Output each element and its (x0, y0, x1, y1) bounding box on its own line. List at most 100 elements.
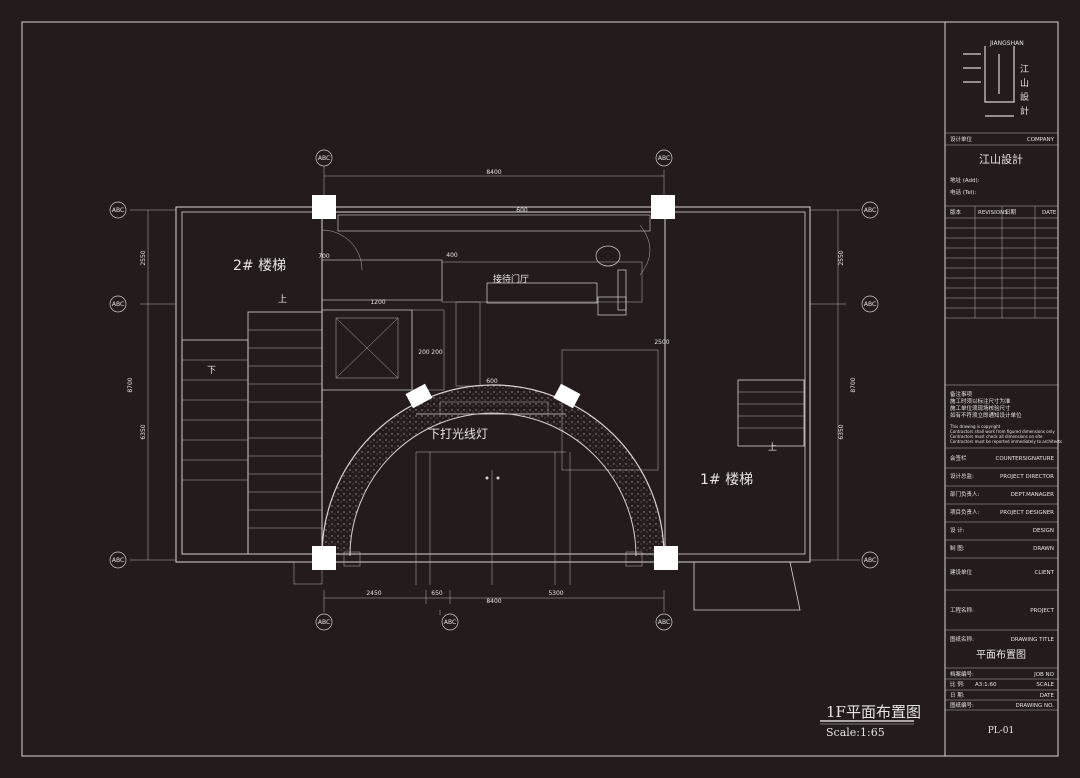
sign-row-en: COUNTERSIGNATURE (996, 456, 1055, 462)
job-en: JOB NO (1033, 672, 1055, 678)
column (651, 195, 675, 219)
drawing-no-cn: 图纸编号: (950, 701, 974, 709)
logo: JIANGSHAN 江 山 設 計 (963, 40, 1029, 117)
dim-inner: 200 (431, 349, 443, 356)
sign-row-en: DESIGN (1033, 528, 1054, 534)
dim-inner: 400 (446, 252, 458, 259)
logo-char: 設 (1020, 91, 1029, 103)
dim-inner: 600 (486, 378, 498, 385)
column (312, 546, 336, 570)
drawing-title-cn: 图纸名称: (950, 635, 974, 643)
stair-1-hatch (664, 211, 806, 555)
sign-row-cn: 部门负责人: (950, 490, 980, 498)
job-cn: 档案编号: (950, 670, 974, 678)
grid-label: ABC (112, 557, 124, 564)
drawing-no-value: PL-01 (988, 726, 1015, 736)
dim-top-total: 8400 (486, 169, 501, 176)
grid-label: ABC (864, 207, 876, 214)
grid-label: ABC (864, 301, 876, 308)
sign-row-cn: 会签栏 (950, 454, 967, 462)
grid-label: ABC (658, 155, 670, 162)
client-cn: 建设单位 (950, 568, 973, 576)
sign-row-en: PROJECT DESIGNER (1000, 510, 1054, 516)
plan: ABC ABC ABC ABC ABC ABC ABC ABC ABC ABC … (109, 149, 879, 631)
stair-1-treads (737, 379, 805, 447)
scale-en: SCALE (1036, 682, 1054, 688)
company-en: COMPANY (1027, 137, 1055, 143)
dim-right-total: 8700 (850, 377, 857, 392)
column (654, 546, 678, 570)
main-title: 1F平面布置图 (826, 703, 921, 721)
note-cn: 施工单位须现场核验尺寸 (950, 404, 1011, 412)
note-cn: 备注事项 (950, 390, 973, 398)
sign-row-cn: 项目负责人: (950, 508, 980, 516)
dim-bottom-2: 650 (431, 590, 443, 597)
grid-bubbles: ABC ABC ABC ABC ABC ABC ABC ABC ABC ABC … (109, 149, 879, 631)
phone-label: 电话 (Tel): (950, 188, 976, 196)
grid-label: ABC (318, 619, 330, 626)
company-label: 设计单位 (950, 135, 973, 143)
sheet-border (21, 21, 1059, 757)
dim-right-2: 6350 (838, 424, 845, 439)
sign-row-en: DEPT.MANAGER (1011, 492, 1055, 498)
sign-row-en: DRAWN (1033, 546, 1054, 552)
column (405, 383, 433, 409)
title-block: JIANGSHAN 江 山 設 計 (945, 40, 1062, 736)
logo-char: 計 (1020, 105, 1029, 117)
grid-label: ABC (658, 619, 670, 626)
dim-bottom-3: 5300 (548, 590, 563, 597)
stair-2-label: 2# 楼梯 (233, 258, 286, 274)
sign-row-cn: 制 图: (950, 544, 965, 552)
dim-left-total: 8700 (127, 377, 134, 392)
project-cn: 工程名称: (950, 606, 974, 614)
note-en: Contractors must check all dimensions on… (950, 434, 1043, 439)
stair-2-treads (181, 311, 323, 555)
light-note: 下打光线灯 (428, 427, 488, 441)
logo-char: 山 (1020, 78, 1029, 89)
rev-col: REVISIONS (978, 210, 1008, 216)
note-cn: 施工时须以标注尺寸为准 (950, 397, 1011, 405)
dim-inner: 700 (318, 253, 330, 260)
stair-up-label: 上 (768, 442, 777, 453)
sign-row-cn: 设 计: (950, 526, 965, 534)
dim-inner: 2500 (654, 339, 669, 346)
note-en: Contractors must be reported immediately… (950, 439, 1062, 444)
sign-row-en: PROJECT DIRECTOR (1000, 474, 1054, 480)
logo-en: JIANGSHAN (989, 40, 1024, 47)
note-en: This drawing is copyright (949, 424, 1001, 429)
drawing-title-en: DRAWING TITLE (1011, 637, 1055, 643)
dim-left-1: 2550 (140, 250, 147, 265)
company-name: 江山設計 (979, 152, 1023, 166)
stair-down-label: 下 (207, 366, 216, 376)
logo-char: 江 (1020, 64, 1029, 75)
grid-label: ABC (318, 155, 330, 162)
column (312, 195, 336, 219)
reception-label: 接待门厅 (493, 273, 529, 285)
grid-label: ABC (864, 557, 876, 564)
scale-text: Scale:1:65 (826, 726, 885, 739)
dim-right-1: 2550 (838, 250, 845, 265)
dim-left-2: 6350 (140, 424, 147, 439)
address-label: 地址 (Add): (950, 176, 980, 184)
stair-up-label: 上 (278, 294, 287, 305)
date-en: DATE (1040, 693, 1055, 699)
rev-col: DATE (1042, 210, 1057, 216)
drawing-no-en: DRAWING NO. (1016, 703, 1055, 709)
dim-bottom-total: 8400 (486, 598, 501, 605)
column (553, 383, 581, 409)
dim-inner: 200 (418, 349, 430, 356)
rev-col: 日期 (1005, 209, 1017, 216)
project-en: PROJECT (1030, 608, 1054, 614)
date-cn: 日 期: (950, 692, 965, 699)
note-en: Contractors shall work from figured dime… (950, 429, 1055, 434)
stair-1-label: 1# 楼梯 (700, 472, 753, 488)
sign-row-cn: 设计总监: (950, 472, 974, 480)
grid-label: ABC (112, 301, 124, 308)
dim-inner: 1200 (370, 299, 385, 306)
grid-label: ABC (112, 207, 124, 214)
drawing-title-value: 平面布置图 (976, 649, 1026, 661)
note-cn: 如有不符须立即通知设计单位 (950, 411, 1022, 419)
grid-label: ABC (444, 619, 456, 626)
rev-col: 版本 (950, 208, 962, 216)
scale-value: A3:1:60 (975, 682, 997, 688)
